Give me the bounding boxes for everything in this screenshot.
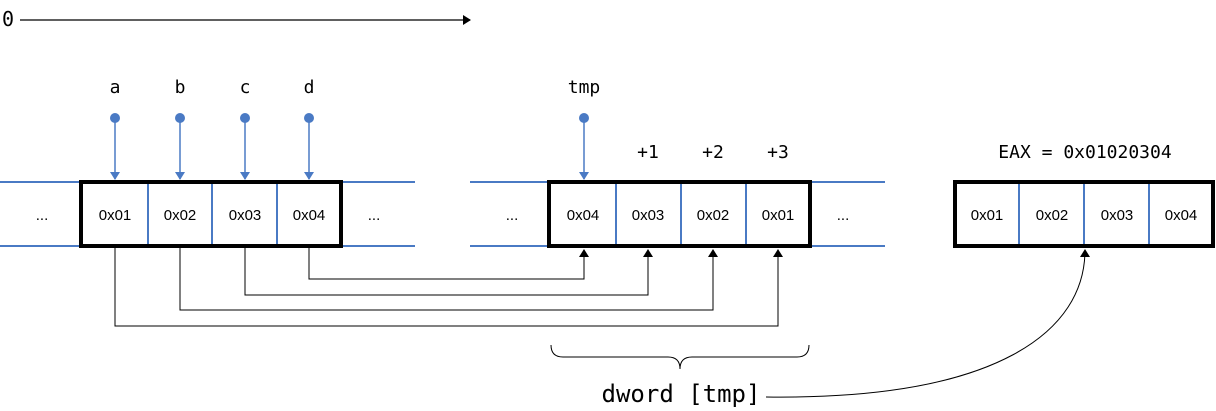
offset-label: +2 xyxy=(702,142,724,163)
connector-d-to-tmp xyxy=(308,248,589,280)
pointer-label-b: b xyxy=(175,77,186,98)
connector-a-to-tmp3 xyxy=(114,248,783,327)
register-box xyxy=(953,180,1215,248)
memory-cell: 0x01 xyxy=(99,207,132,224)
ellipsis-left: ... xyxy=(36,207,49,224)
pointer-label-tmp: tmp xyxy=(568,77,601,98)
dword-box-left xyxy=(79,180,343,248)
memory-cell: 0x04 xyxy=(293,207,326,224)
offset-label: +3 xyxy=(767,142,789,163)
register-cell: 0x04 xyxy=(1165,207,1198,224)
curly-brace xyxy=(550,344,810,370)
register-cell: 0x02 xyxy=(1036,207,1069,224)
load-arrow-curve xyxy=(765,249,1090,398)
memory-cell: 0x02 xyxy=(164,207,197,224)
connector-c-to-tmp1 xyxy=(244,248,653,296)
register-label: EAX = 0x01020304 xyxy=(998,142,1171,163)
memory-cell: 0x02 xyxy=(697,207,730,224)
memory-cell: 0x04 xyxy=(567,207,600,224)
byte-connectors xyxy=(114,248,783,327)
ellipsis-left: ... xyxy=(506,207,519,224)
memory-cell: 0x03 xyxy=(632,207,665,224)
pointer-label-c: c xyxy=(240,77,251,98)
memory-cell: 0x01 xyxy=(762,207,795,224)
memory-cell: 0x03 xyxy=(229,207,262,224)
ellipsis-right: ... xyxy=(837,207,850,224)
memory-strip-right: ... ... 0x04 0x03 0x02 0x01 tmp +1 +2 +3 xyxy=(470,77,885,248)
pointer-label-d: d xyxy=(304,77,315,98)
axis-origin-label: 0 xyxy=(2,7,14,31)
offset-label: +1 xyxy=(637,142,659,163)
memory-strip-left: ... ... 0x01 0x02 0x03 0x04 a b c d xyxy=(0,77,415,248)
ellipsis-right: ... xyxy=(368,207,381,224)
dword-label: dword [tmp] xyxy=(602,380,761,408)
register-eax: EAX = 0x01020304 0x01 0x02 0x03 0x04 xyxy=(953,142,1215,248)
register-cell: 0x01 xyxy=(971,207,1004,224)
register-cell: 0x03 xyxy=(1101,207,1134,224)
connector-b-to-tmp2 xyxy=(179,248,718,311)
pointer-label-a: a xyxy=(110,77,121,98)
dword-box-right xyxy=(547,180,812,248)
